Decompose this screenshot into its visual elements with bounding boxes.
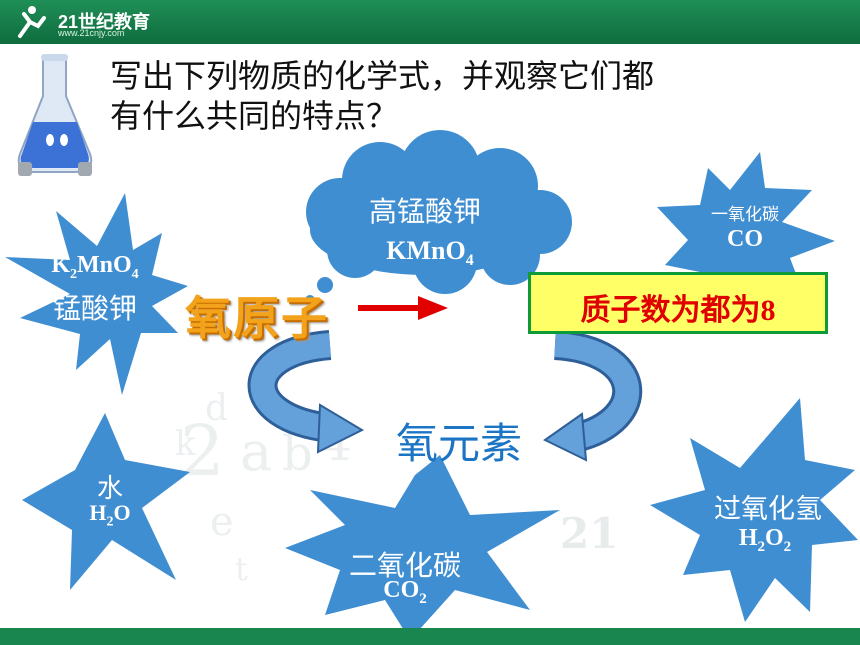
co-formula: CO [727,226,763,252]
co-name: 一氧化碳 [711,205,779,225]
curved-arrow-right-icon [543,330,643,462]
page-title: 写出下列物质的化学式，并观察它们都 有什么共同的特点？ [110,56,810,136]
result-text: 质子数为都为8 [580,294,776,327]
cloud-name: 高锰酸钾 [368,195,481,228]
k2mno4-formula: K2MnO4 [51,252,139,282]
flask-mascot-icon [17,54,93,176]
cloud-formula: KMnO4 [386,236,474,270]
k2mno4-name: 锰酸钾 [52,292,137,325]
result-box: 质子数为都为8 [528,272,828,334]
star-k2mno4 [5,193,188,395]
logo-text: 21世纪教育 [58,12,151,32]
svg-text:k: k [175,424,196,464]
svg-text:a: a [240,420,272,483]
water-formula: H2O [89,500,131,530]
co2-formula: CO2 [383,577,427,607]
svg-text:d: d [205,388,228,429]
oxygen-element-label: 氧元素 [396,419,523,468]
header-bar: 21世纪教育 www.21cnjy.com [0,0,860,44]
svg-text:2: 2 [180,410,225,492]
h2o2-name: 过氧化氢 [714,494,822,525]
oxygen-atom-label: 氧原子 [185,291,329,345]
star-co2 [285,455,560,640]
footer-bar [0,628,860,645]
star-co [657,152,835,300]
title-line-2: 有什么共同的特点？ [110,97,399,135]
title-line-1: 写出下列物质的化学式，并观察它们都 [110,57,655,95]
curved-arrow-left-icon [247,330,365,454]
star-water [22,413,190,590]
water-name: 水 [96,474,123,504]
running-man-logo-icon [18,6,46,38]
svg-text:e: e [210,499,234,545]
cloud-kmno4 [305,130,572,305]
right-arrow-icon [358,296,448,320]
svg-text:t: t [235,550,248,588]
h2o2-formula: H2O2 [738,525,792,555]
star-h2o2 [650,398,858,622]
svg-text:21: 21 [560,509,618,558]
co2-name: 二氧化碳 [348,549,461,582]
logo-url: www.21cnjy.com [58,28,125,38]
